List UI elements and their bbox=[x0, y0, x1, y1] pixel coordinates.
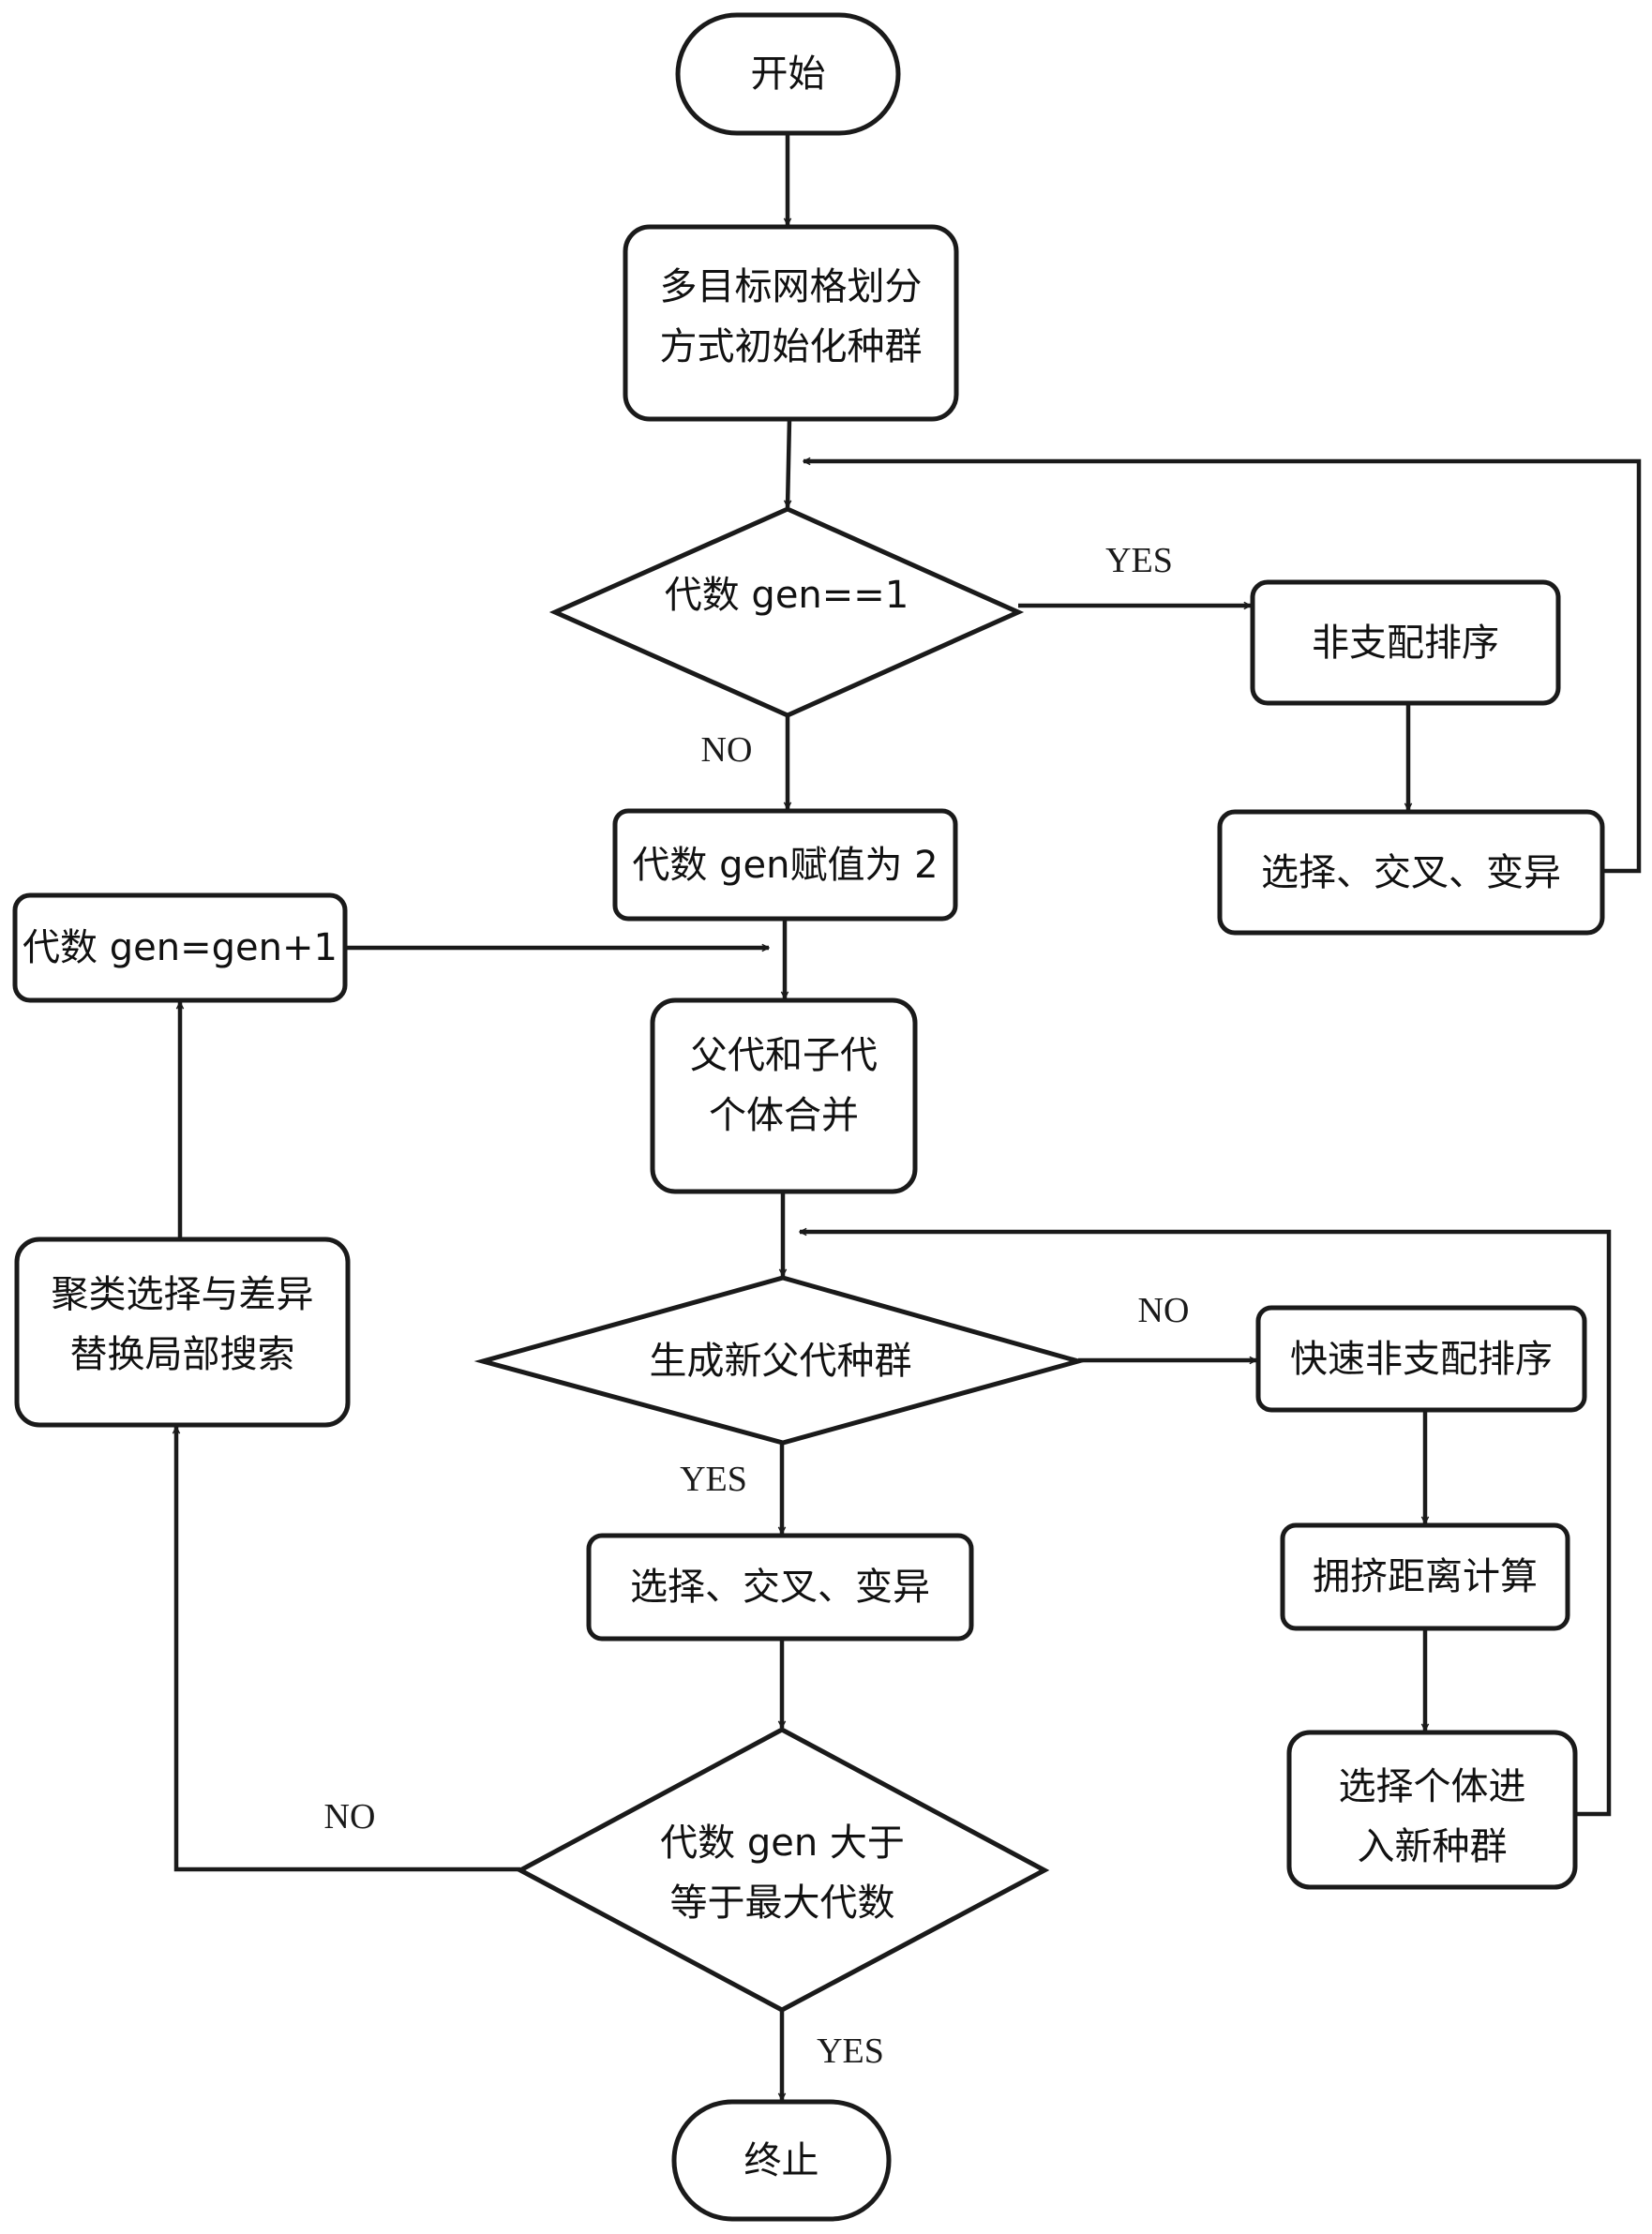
check-max-gen-label-line-1: 代数 gen 大于 bbox=[660, 1821, 905, 1865]
fast-nd-sort-step: 快速非支配排序 bbox=[1258, 1308, 1584, 1410]
set-gen2-label: 代数 gen赋值为 2 bbox=[632, 843, 939, 887]
sel-cross-mut-1-step: 选择、交叉、变异 bbox=[1220, 812, 1602, 933]
init-label-line-1: 多目标网格划分 bbox=[659, 265, 923, 308]
new-parent-pop-decision: 生成新父代种群 bbox=[483, 1328, 1078, 1394]
sel-cross-mut-2-step: 选择、交叉、变异 bbox=[589, 1536, 971, 1639]
select-into-pop-label-line-2: 入新种群 bbox=[1357, 1824, 1508, 1868]
cluster-search-label-line-1: 聚类选择与差异 bbox=[51, 1272, 314, 1316]
start-terminal: 开始 bbox=[678, 15, 898, 133]
check-gen1-decision: 代数 gen==1 bbox=[555, 562, 1018, 628]
end-terminal: 终止 bbox=[674, 2102, 889, 2219]
merge-label-line-2: 个体合并 bbox=[709, 1093, 859, 1137]
gen-increment-label: 代数 gen=gen+1 bbox=[23, 926, 338, 969]
init-population-step: 多目标网格划分 方式初始化种群 bbox=[625, 242, 956, 392]
nd-sort-process-shape bbox=[1250, 579, 1561, 706]
gen-increment-step: 代数 gen=gen+1 bbox=[15, 895, 345, 1000]
select-into-pop-step: 选择个体进 入新种群 bbox=[1289, 1753, 1575, 1880]
fast-nd-sort-process-shape bbox=[1255, 1305, 1587, 1413]
edge-label-gen1-yes: YES bbox=[1105, 541, 1173, 580]
sel-cross-mut-1-label: 选择、交叉、变异 bbox=[1261, 850, 1561, 894]
merge-step: 父代和子代 个体合并 bbox=[653, 1022, 915, 1148]
start-label: 开始 bbox=[750, 52, 826, 96]
cluster-search-process-shape bbox=[14, 1237, 351, 1428]
init-label-line-2: 方式初始化种群 bbox=[659, 325, 923, 368]
edge-init-to-check-gen1 bbox=[788, 418, 789, 507]
fast-nd-sort-label: 快速非支配排序 bbox=[1290, 1337, 1553, 1381]
crowding-label: 拥挤距离计算 bbox=[1313, 1555, 1538, 1598]
crowding-step: 拥挤距离计算 bbox=[1283, 1525, 1568, 1628]
nd-sort-label: 非支配排序 bbox=[1312, 621, 1499, 665]
edge-label-newpop-yes: YES bbox=[680, 1460, 747, 1499]
cluster-search-step: 聚类选择与差异 替换局部搜索 bbox=[17, 1261, 348, 1387]
select-into-pop-label-line-1: 选择个体进 bbox=[1338, 1764, 1526, 1808]
merge-label-line-1: 父代和子代 bbox=[690, 1033, 878, 1077]
check-gen1-label: 代数 gen==1 bbox=[664, 574, 909, 617]
new-parent-pop-label: 生成新父代种群 bbox=[649, 1340, 912, 1383]
nd-sort-step: 非支配排序 bbox=[1253, 582, 1558, 703]
end-label: 终止 bbox=[743, 2138, 819, 2182]
init-process-shape bbox=[623, 224, 959, 422]
edge-check-max-gen-no-to-cluster-search bbox=[176, 1427, 520, 1872]
edge-label-maxgen-yes: YES bbox=[817, 2032, 884, 2071]
check-max-gen-decision: 代数 gen 大于 等于最大代数 bbox=[520, 1809, 1044, 1936]
check-max-gen-label-line-2: 等于最大代数 bbox=[669, 1881, 895, 1925]
edge-label-gen1-no: NO bbox=[700, 730, 753, 770]
set-gen2-step: 代数 gen赋值为 2 bbox=[615, 811, 955, 919]
cluster-search-label-line-2: 替换局部搜索 bbox=[69, 1332, 295, 1376]
edge-sel-cross-mut-1-loop-back bbox=[803, 461, 1642, 874]
edge-label-maxgen-no: NO bbox=[323, 1797, 376, 1837]
select-into-pop-process-shape bbox=[1286, 1730, 1578, 1890]
edge-label-newpop-no: NO bbox=[1137, 1291, 1190, 1330]
edge-select-into-pop-loop-back bbox=[800, 1232, 1612, 1817]
sel-cross-mut-2-label: 选择、交叉、变异 bbox=[630, 1566, 930, 1609]
end-terminal-shape bbox=[671, 2099, 892, 2222]
